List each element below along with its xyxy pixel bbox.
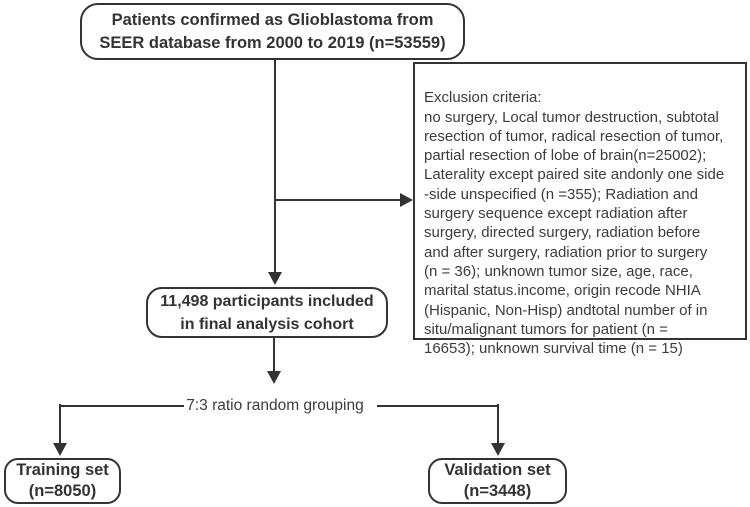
source-box-text: Patients confirmed as Glioblastoma from … (99, 10, 446, 52)
validation-box: Validation set (n=3448) (428, 458, 567, 504)
arrowhead-into-exclusion-box (400, 192, 413, 207)
arrowhead-into-cohort-box (267, 272, 282, 285)
connector-to-exclusion (274, 198, 401, 201)
cohort-box: 11,498 participants included in final an… (146, 287, 388, 338)
connector-source-to-cohort (273, 60, 276, 273)
source-box: Patients confirmed as Glioblastoma from … (80, 3, 465, 60)
training-box: Training set (n=8050) (4, 458, 121, 504)
connector-cohort-to-grouping (273, 338, 275, 372)
exclusion-box: Exclusion criteria: no surgery, Local tu… (413, 62, 747, 357)
connector-to-training (58, 404, 61, 444)
training-box-text: Training set (n=8050) (16, 461, 109, 500)
arrowhead-into-grouping (267, 371, 281, 384)
validation-box-text: Validation set (n=3448) (444, 461, 551, 500)
cohort-box-text: 11,498 participants included in final an… (160, 292, 374, 333)
arrowhead-into-training-box (52, 443, 67, 456)
exclusion-box-text: Exclusion criteria: no surgery, Local tu… (424, 89, 725, 358)
split-line-left (59, 404, 184, 407)
arrowhead-into-validation-box (490, 443, 505, 456)
split-line-right (377, 404, 498, 407)
connector-to-validation (496, 404, 499, 444)
grouping-label-text: 7:3 ratio random grouping (186, 397, 364, 414)
grouping-label: 7:3 ratio random grouping (160, 395, 390, 417)
